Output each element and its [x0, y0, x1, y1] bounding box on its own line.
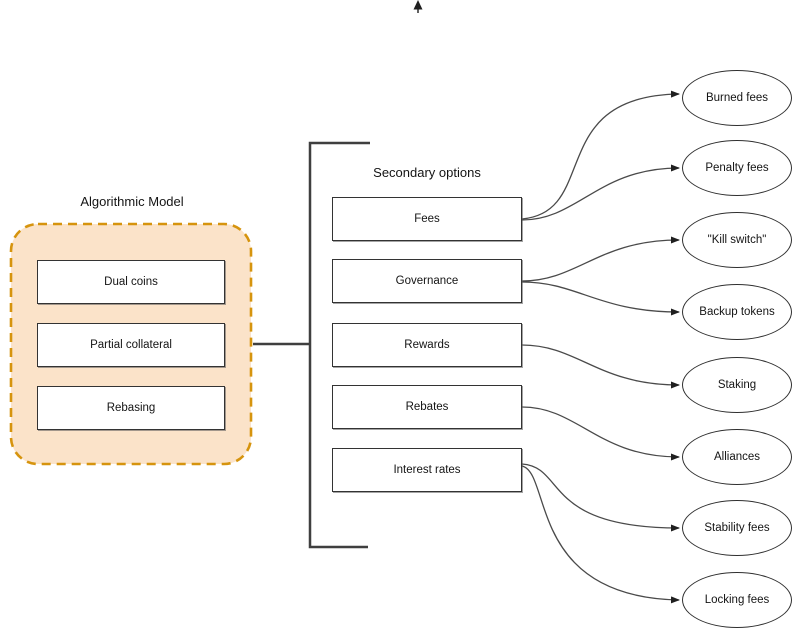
edge-governance-kill-switch [521, 236, 680, 282]
node-dual-coins: Dual coins [37, 260, 225, 304]
node-fees: Fees [332, 197, 522, 241]
node-label: Locking fees [704, 594, 770, 606]
edge-rebates-alliances [521, 406, 680, 461]
edge-fees-penalty-fees [521, 164, 680, 221]
algorithmic-model-title: Algorithmic Model [80, 194, 184, 209]
node-rebasing: Rebasing [37, 386, 225, 430]
node-label: Rewards [404, 339, 450, 351]
node-label: Burned fees [705, 92, 768, 104]
edge-rewards-staking [521, 344, 680, 389]
node-partial-collateral: Partial collateral [37, 323, 225, 367]
node-alliances: Alliances [682, 429, 792, 485]
node-label: Rebates [405, 401, 449, 413]
node-locking-fees: Locking fees [682, 572, 792, 628]
node-label: Staking [717, 379, 757, 391]
node-kill-switch: "Kill switch" [682, 212, 792, 268]
node-label: Backup tokens [699, 306, 775, 318]
node-backup-tokens: Backup tokens [682, 284, 792, 340]
node-label: Alliances [713, 451, 761, 463]
edge-governance-backup-tokens [521, 281, 680, 316]
node-label: Rebasing [106, 402, 156, 414]
node-rebates: Rebates [332, 385, 522, 429]
node-label: "Kill switch" [707, 234, 767, 246]
node-label: Stability fees [704, 522, 770, 534]
node-staking: Staking [682, 357, 792, 413]
node-penalty-fees: Penalty fees [682, 140, 792, 196]
edge-fees-burned-fees [521, 90, 680, 220]
node-burned-fees: Burned fees [682, 70, 792, 126]
node-label: Penalty fees [705, 162, 769, 174]
edge-interest-stability-fees [521, 463, 680, 532]
edge-interest-locking-fees [521, 465, 680, 604]
secondary-options-bracket [308, 141, 370, 549]
secondary-options-title: Secondary options [373, 165, 481, 180]
node-label: Governance [395, 275, 459, 287]
up-arrow-icon [413, 0, 423, 13]
node-label: Dual coins [104, 276, 158, 288]
node-label: Interest rates [393, 464, 461, 476]
node-label: Fees [414, 213, 440, 225]
node-governance: Governance [332, 259, 522, 303]
node-rewards: Rewards [332, 323, 522, 367]
node-interest-rates: Interest rates [332, 448, 522, 492]
node-stability-fees: Stability fees [682, 500, 792, 556]
node-label: Partial collateral [90, 339, 172, 351]
